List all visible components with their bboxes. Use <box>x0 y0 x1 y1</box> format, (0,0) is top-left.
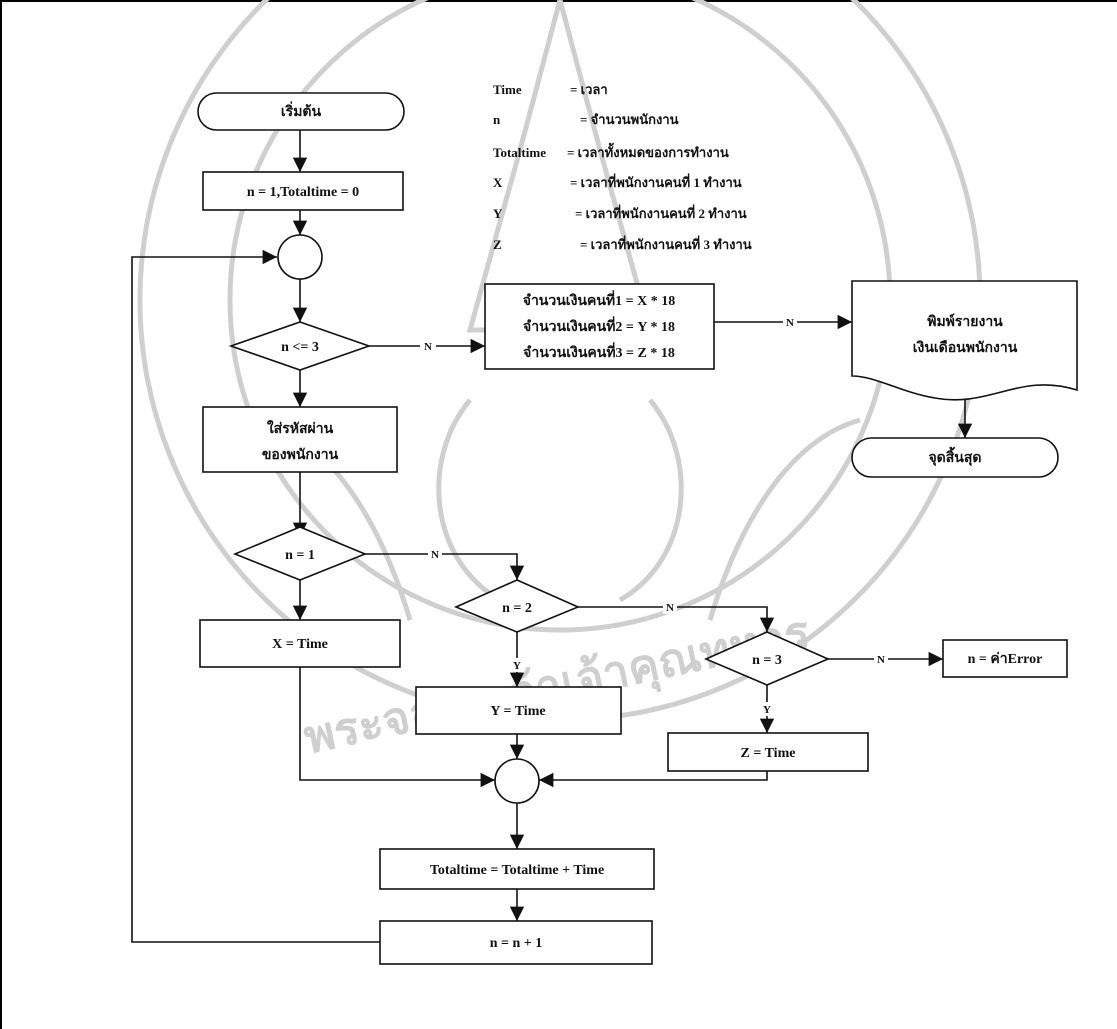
node-calc: จำนวนเงินคนที่1 = X * 18 จำนวนเงินคนที่2… <box>484 283 715 370</box>
node-start: เริ่มต้น <box>197 92 405 131</box>
legend-key: Totaltime <box>493 145 546 160</box>
node-set-z-label: Z = Time <box>741 746 796 761</box>
node-report-line-2: เงินเดือนพนักงาน <box>913 340 1018 356</box>
decision-n2: n = 2 <box>453 579 581 633</box>
node-error: n = ค่าError <box>942 639 1068 678</box>
decision-loop-label: n <= 3 <box>281 340 319 355</box>
connectors <box>131 130 973 943</box>
decision-n1: n = 1 <box>232 526 368 581</box>
decision-loop: n <= 3 <box>228 321 372 371</box>
label-no: N <box>877 654 885 666</box>
edge-setz-merge <box>539 771 768 788</box>
legend: Time = เวลา n = จำนวนพนักงาน Totaltime =… <box>493 82 752 252</box>
node-calc-line-3: จำนวนเงินคนที่3 = Z * 18 <box>523 342 675 361</box>
node-calc-line-2: จำนวนเงินคนที่2 = Y * 18 <box>523 316 675 335</box>
decision-n3-label: n = 3 <box>752 653 782 668</box>
node-end: จุดสิ้นสุด <box>851 437 1059 478</box>
node-end-label: จุดสิ้นสุด <box>928 446 981 466</box>
node-set-y-label: Y = Time <box>490 704 545 719</box>
node-init: n = 1,Totaltime = 0 <box>202 171 404 211</box>
legend-desc: = เวลาที่พนักงานคนที่ 1 ทำงาน <box>570 173 742 190</box>
node-set-x: X = Time <box>199 619 401 668</box>
decision-n2-label: n = 2 <box>502 601 532 616</box>
node-input-label-2: ของพนักงาน <box>262 447 339 463</box>
edge-n1-n2 <box>365 553 525 580</box>
label-no: N <box>786 317 794 329</box>
legend-desc: = เวลา <box>570 82 608 97</box>
node-init-label: n = 1,Totaltime = 0 <box>247 185 359 200</box>
legend-key: Z <box>493 237 502 252</box>
node-input-code: ใส่รหัสผ่าน ของพนักงาน <box>202 406 398 473</box>
loop-junction <box>277 234 323 280</box>
node-set-z: Z = Time <box>667 732 869 772</box>
decision-n1-label: n = 1 <box>285 548 315 563</box>
edge-loop-back <box>131 249 380 943</box>
node-total-label: Totaltime = Totaltime + Time <box>430 863 604 878</box>
node-total: Totaltime = Totaltime + Time <box>379 848 655 890</box>
node-start-label: เริ่มต้น <box>281 101 322 120</box>
label-no: N <box>431 549 439 561</box>
node-set-y: Y = Time <box>415 686 622 735</box>
legend-desc: = เวลาที่พนักงานคนที่ 3 ทำงาน <box>580 235 752 252</box>
edge-labels: N N N N N Y Y <box>420 315 888 716</box>
node-increment: n = n + 1 <box>379 920 653 965</box>
node-report-line-1: พิมพ์รายงาน <box>927 313 1003 330</box>
label-yes: Y <box>513 660 521 672</box>
legend-key: Time <box>493 82 522 97</box>
legend-desc: = จำนวนพนักงาน <box>580 112 679 127</box>
decision-n3: n = 3 <box>703 631 831 686</box>
edge-setx-merge <box>299 667 495 788</box>
legend-key: n <box>493 112 501 127</box>
node-report: พิมพ์รายงาน เงินเดือนพนักงาน <box>851 280 1078 401</box>
legend-key: Y <box>493 206 503 221</box>
node-increment-label: n = n + 1 <box>490 936 543 951</box>
node-set-x-label: X = Time <box>272 637 328 652</box>
label-no: N <box>424 341 432 353</box>
edge-n2-n3 <box>578 606 775 632</box>
legend-desc: = เวลาที่พนักงานคนที่ 2 ทำงาน <box>575 204 747 221</box>
merge-junction <box>494 758 540 804</box>
node-calc-line-1: จำนวนเงินคนที่1 = X * 18 <box>523 290 676 309</box>
legend-key: X <box>493 175 503 190</box>
node-error-label: n = ค่าError <box>968 651 1043 667</box>
legend-desc: = เวลาทั้งหมดของการทำงาน <box>567 142 729 160</box>
node-input-label-1: ใส่รหัสผ่าน <box>267 419 334 437</box>
label-yes: Y <box>763 704 771 716</box>
label-no: N <box>666 602 674 614</box>
